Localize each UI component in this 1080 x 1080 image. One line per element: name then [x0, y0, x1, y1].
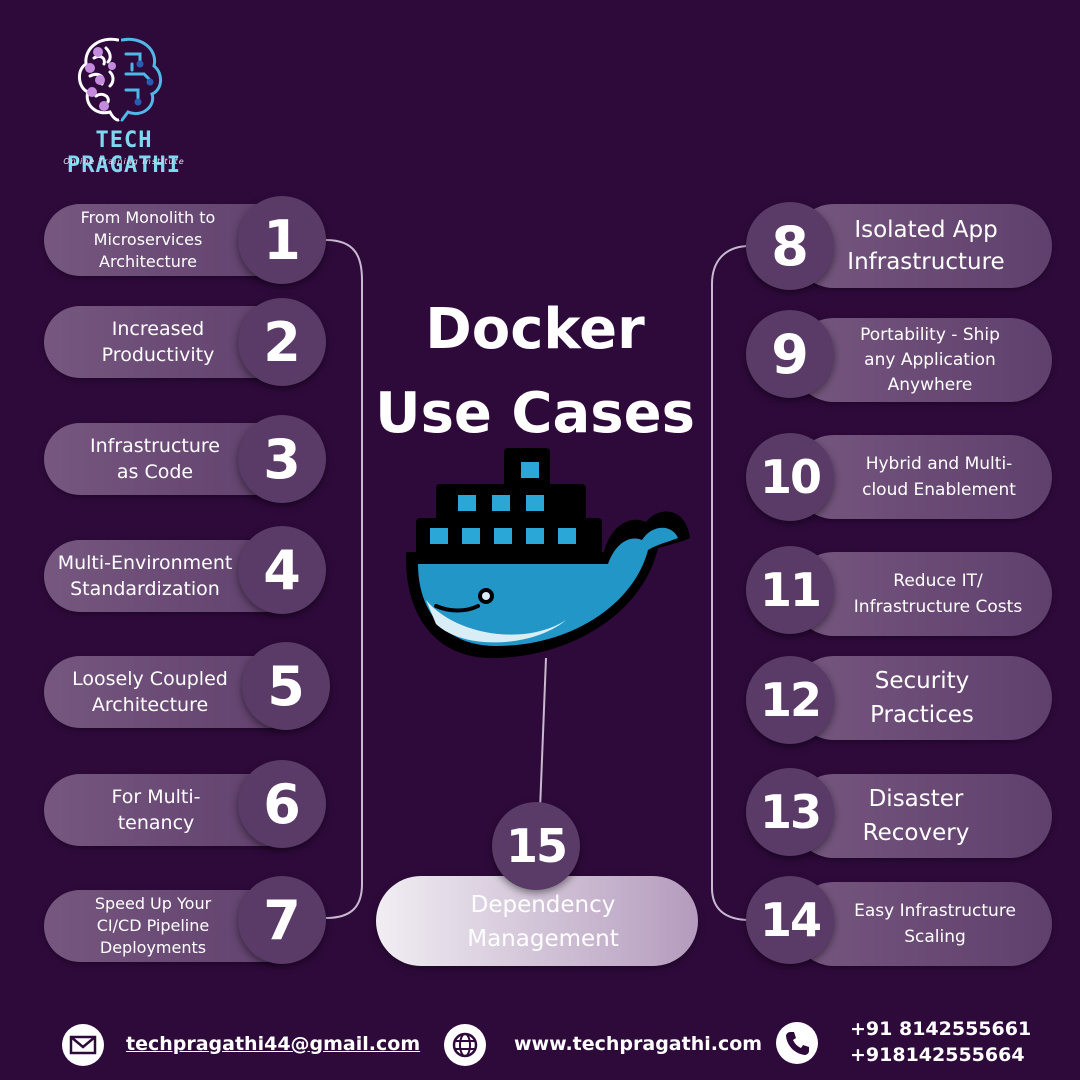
title-line-1: Docker	[425, 297, 645, 362]
page-title: Docker Use Cases	[370, 288, 700, 456]
use-case-10-label: Hybrid and Multi-cloud Enablement	[862, 454, 1016, 500]
use-case-15-label: Dependency Management	[467, 892, 619, 952]
footer-phone-1[interactable]: +91 8142555661	[850, 1018, 1032, 1040]
brand-name: TECH PRAGATHI	[67, 128, 181, 178]
footer-phone-2[interactable]: +918142555664	[850, 1044, 1025, 1066]
use-case-3-label: Infrastructure as Code	[89, 435, 220, 483]
use-case-6-label: For Multi-tenancy	[111, 786, 201, 834]
use-case-6-number: 6	[238, 760, 326, 848]
footer-website-link[interactable]: www.techpragathi.com	[514, 1033, 763, 1055]
docker-whale-icon	[405, 448, 690, 659]
use-case-8-label: Isolated App Infrastructure	[847, 217, 1005, 275]
use-case-3-number: 3	[238, 415, 326, 503]
use-case-13-label: Disaster Recovery	[862, 786, 970, 846]
use-case-14-pill	[792, 882, 1052, 966]
use-case-11-number: 11	[746, 546, 834, 634]
use-case-14-label: Easy Infrastructure Scaling	[854, 901, 1016, 947]
use-case-15-number: 15	[492, 802, 580, 890]
use-case-9-pill	[792, 318, 1052, 402]
use-case-9-label: Portability - Ship any Application Anywh…	[860, 324, 1000, 395]
globe-icon	[444, 1024, 486, 1066]
footer-email-link[interactable]: techpragathi44@gmail.com	[126, 1033, 421, 1055]
use-case-10-number: 10	[746, 433, 834, 521]
use-case-11-label: Reduce IT/ Infrastructure Costs	[853, 571, 1023, 617]
use-case-12-label: Security Practices	[870, 668, 974, 728]
use-case-4-number: 4	[238, 526, 326, 614]
brain-logo-icon	[78, 37, 162, 122]
use-case-2-label: Increased Productivity	[101, 318, 215, 366]
use-case-10-pill	[792, 435, 1052, 519]
use-case-4-label: Multi-Environment Standardization	[57, 552, 233, 600]
use-case-13-number: 13	[746, 768, 834, 856]
use-case-7-label: Speed Up Your CI/CD Pipeline Deployments	[94, 894, 212, 957]
use-case-13-pill	[792, 774, 1052, 858]
use-case-1-label: From Monolith to Microservices Architect…	[80, 208, 216, 271]
use-case-15-pill	[376, 876, 698, 966]
use-case-7-number: 7	[238, 876, 326, 964]
use-case-11-pill	[792, 552, 1052, 636]
use-case-1-number: 1	[238, 196, 326, 284]
phone-icon	[776, 1022, 818, 1064]
mail-icon	[62, 1024, 104, 1066]
use-case-9-number: 9	[746, 310, 834, 398]
use-case-5-label: Loosely Coupled Architecture	[72, 668, 228, 716]
use-case-12-pill	[792, 656, 1052, 740]
use-case-8-number: 8	[746, 202, 834, 290]
use-case-12-number: 12	[746, 656, 834, 744]
use-case-14-number: 14	[746, 876, 834, 964]
title-line-2: Use Cases	[375, 381, 695, 446]
use-case-8-pill	[792, 204, 1052, 288]
use-case-2-number: 2	[238, 298, 326, 386]
use-case-5-number: 5	[242, 642, 330, 730]
brand-tagline: Online Training Institute	[63, 157, 185, 166]
